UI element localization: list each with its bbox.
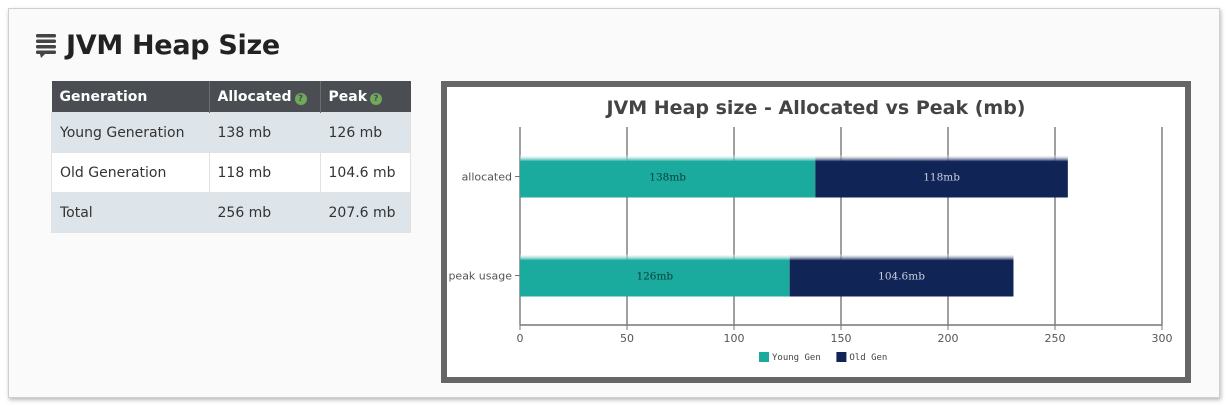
table-row: Old Generation 118 mb 104.6 mb bbox=[51, 152, 411, 193]
table-row: Total 256 mb 207.6 mb bbox=[51, 192, 411, 233]
cell-peak: 207.6 mb bbox=[319, 192, 411, 233]
cell-generation: Total bbox=[51, 192, 210, 233]
cell-generation: Young Generation bbox=[51, 112, 210, 153]
question-circle-icon[interactable]: ? bbox=[370, 92, 383, 105]
heap-chart-svg: JVM Heap size - Allocated vs Peak (mb) 0 5… bbox=[448, 97, 1173, 363]
bar-segment bbox=[520, 155, 816, 198]
cell-generation: Old Generation bbox=[51, 152, 210, 193]
cell-allocated: 118 mb bbox=[208, 152, 321, 193]
data-label: 118mb bbox=[923, 172, 960, 184]
column-header-peak: Peak? bbox=[320, 81, 411, 113]
chart-title: JVM Heap size - Allocated vs Peak (mb) bbox=[604, 97, 1025, 119]
bar-segment bbox=[815, 155, 1068, 198]
x-tick-label: 50 bbox=[620, 332, 634, 345]
x-tick-label: 100 bbox=[724, 332, 745, 345]
list-icon bbox=[36, 34, 56, 58]
x-tick-label: 150 bbox=[831, 332, 852, 345]
x-tick-label: 250 bbox=[1045, 332, 1066, 345]
bar-segment bbox=[520, 254, 790, 297]
heap-panel: JVM Heap Size Generation Allocated? Peak… bbox=[8, 8, 1220, 398]
legend-label: Young Gen bbox=[772, 353, 821, 363]
page-title: JVM Heap Size bbox=[66, 29, 280, 61]
cell-allocated: 138 mb bbox=[208, 112, 321, 153]
table-header-row: Generation Allocated? Peak? bbox=[51, 81, 411, 113]
heap-table: Generation Allocated? Peak? Young Genera… bbox=[51, 81, 411, 233]
cell-peak: 104.6 mb bbox=[319, 152, 411, 193]
x-tick-label: 300 bbox=[1152, 332, 1173, 345]
x-tick-label: 0 bbox=[517, 332, 524, 345]
legend-swatch bbox=[836, 352, 847, 362]
data-label: 104.6mb bbox=[878, 271, 925, 283]
y-category-label: peak usage bbox=[448, 270, 512, 283]
cell-peak: 126 mb bbox=[319, 112, 411, 153]
question-circle-icon[interactable]: ? bbox=[294, 92, 307, 105]
bar-segment bbox=[789, 254, 1014, 297]
column-header-generation: Generation bbox=[51, 81, 210, 113]
x-tick-label: 200 bbox=[938, 332, 959, 345]
y-category-label: allocated bbox=[462, 171, 512, 184]
data-label: 126mb bbox=[636, 271, 673, 283]
section-heading: JVM Heap Size bbox=[35, 25, 280, 65]
cell-allocated: 256 mb bbox=[208, 192, 321, 233]
data-label: 138mb bbox=[649, 172, 686, 184]
column-header-allocated: Allocated? bbox=[209, 81, 321, 113]
table-row: Young Generation 138 mb 126 mb bbox=[51, 112, 411, 153]
legend-swatch bbox=[759, 352, 769, 362]
heap-chart: JVM Heap size - Allocated vs Peak (mb) 0 5… bbox=[441, 81, 1191, 383]
legend-label: Old Gen bbox=[849, 353, 887, 363]
